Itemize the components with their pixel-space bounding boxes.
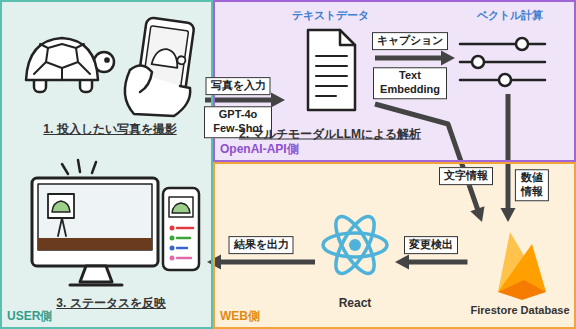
document-icon [308, 30, 355, 110]
monitor-drawing [62, 160, 96, 174]
arrow-line [407, 260, 467, 265]
arrow-line [506, 94, 511, 210]
flow-arrow [207, 255, 315, 270]
phone-status-drawing [169, 197, 193, 217]
edge-label: 変更検出 [404, 236, 458, 254]
phone-status-drawing [177, 257, 191, 260]
region-fill [213, 162, 576, 329]
flow-arrow [375, 51, 455, 66]
text-data-icon: テキストデータ [285, 6, 375, 118]
turtle-drawing [34, 44, 90, 80]
phone-status-drawing [177, 247, 187, 250]
turtle-drawing [26, 38, 98, 80]
status-step: 3. ステータスを反映 [15, 158, 207, 314]
hand-with-phone [125, 17, 195, 116]
method-label: Text Embedding [373, 67, 447, 99]
hand-with-phone [130, 65, 152, 92]
arrow-head [271, 93, 285, 108]
monitor-drawing [58, 218, 66, 236]
region-label: USER側 [7, 308, 52, 325]
arrow-head [395, 255, 409, 270]
hand-with-phone [152, 47, 180, 67]
react-logo [323, 233, 387, 257]
icon-heading: ベクトル計算 [477, 8, 543, 23]
edge-label: キャプション [372, 32, 448, 50]
phone-status-drawing [163, 188, 199, 270]
firestore-node: Firestore Database [467, 222, 572, 318]
edge-label: 写真を入力 [206, 77, 271, 95]
vector-icon: ベクトル計算 [455, 6, 565, 94]
flow-arrow [501, 94, 516, 222]
slider-icon [460, 38, 545, 86]
edge-label: 結果を出力 [229, 236, 294, 254]
user-region: USER側 1. 投入したい写真を撮影 3. ステータスを反映 [0, 0, 213, 329]
phone-status-drawing [163, 188, 199, 270]
slider-icon [516, 38, 528, 50]
region-label: WEB側 [220, 308, 260, 325]
edge-label: 文字情報 [439, 167, 493, 185]
node-caption: 3. ステータスを反映 [56, 295, 165, 312]
monitor-drawing [32, 178, 158, 266]
monitor-drawing [48, 194, 74, 218]
firestore-logo [498, 232, 546, 300]
flow-arrow [395, 255, 467, 270]
slider-icon [499, 74, 511, 86]
document-icon [340, 30, 355, 45]
document-icon [316, 56, 347, 96]
turtle-drawing [105, 58, 108, 61]
arrow-line [219, 260, 315, 265]
turtle-drawing [26, 38, 114, 92]
edge-label: 数値 情報 [515, 169, 549, 201]
hand-with-phone [177, 56, 186, 65]
arrow-line [205, 98, 273, 103]
arrow-line [375, 104, 478, 211]
phone-status-drawing [170, 246, 175, 251]
photo-step: 1. 投入したい写真を撮影 [15, 6, 205, 140]
icon-heading: テキストデータ [292, 8, 369, 23]
turtle-drawing [46, 44, 78, 68]
phone-status-drawing [170, 236, 175, 241]
node-caption: Firestore Database [470, 304, 569, 316]
phone-status-drawing [170, 226, 175, 231]
monitor-drawing [52, 201, 70, 212]
monitor-drawing [80, 266, 112, 282]
react-logo [329, 211, 382, 278]
react-node: React [315, 200, 395, 312]
arrow-head [470, 206, 484, 222]
firestore-logo [498, 280, 546, 300]
monitor-drawing [70, 284, 122, 287]
react-logo [349, 239, 361, 251]
monitor-drawing [38, 238, 152, 250]
step-caption: 2. マルチモーダルLLMによる解析 [239, 126, 421, 143]
react-logo [323, 211, 387, 278]
arrow-head [441, 51, 455, 66]
arrow-head [501, 208, 516, 222]
region-label: OpenAI-API側 [220, 141, 299, 158]
react-logo [329, 211, 382, 278]
arrow-line [375, 56, 443, 61]
monitor-drawing [38, 184, 152, 250]
phone-status-drawing [177, 227, 193, 230]
document-icon [308, 30, 355, 110]
phone-status-drawing [177, 237, 190, 240]
slider-icon [472, 56, 484, 68]
monitor-drawing [32, 160, 158, 285]
phone-status-drawing [172, 203, 190, 213]
region-fill [0, 0, 213, 329]
node-caption: 1. 投入したい写真を撮影 [43, 121, 176, 138]
node-caption: React [339, 296, 372, 310]
phone-status-drawing [170, 256, 175, 261]
